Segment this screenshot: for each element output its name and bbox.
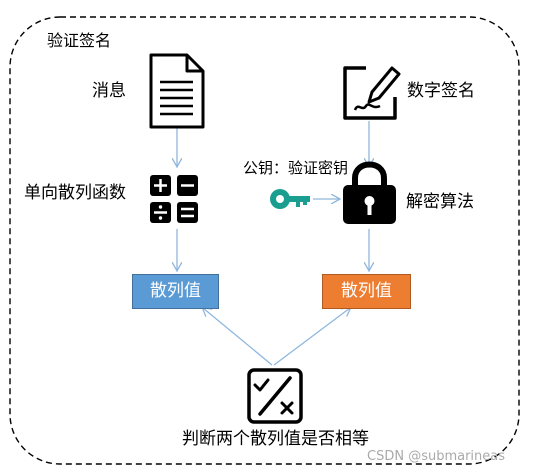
hash-function-label: 单向散列函数 bbox=[24, 183, 126, 203]
decrypt-label: 解密算法 bbox=[406, 192, 474, 212]
compare-icon bbox=[247, 368, 303, 424]
hash-value-left: 散列值 bbox=[132, 274, 219, 309]
arrow-compare-to-left-value bbox=[203, 308, 273, 366]
lock-icon bbox=[343, 161, 396, 224]
watermark: CSDN @submarineas bbox=[367, 449, 506, 464]
arrow-compare-to-right-value bbox=[273, 308, 350, 366]
key-icon bbox=[270, 189, 310, 209]
dashed-frame bbox=[9, 16, 520, 465]
compare-label: 判断两个散列值是否相等 bbox=[182, 429, 369, 449]
hash-value-right: 散列值 bbox=[322, 274, 411, 309]
signature-label: 数字签名 bbox=[407, 81, 475, 101]
public-key-label: 公钥：验证密钥 bbox=[243, 159, 349, 177]
calculator-icon bbox=[150, 175, 198, 223]
signature-icon bbox=[343, 66, 401, 120]
document-icon bbox=[149, 53, 205, 129]
message-label: 消息 bbox=[92, 81, 126, 101]
diagram-title: 验证签名 bbox=[47, 31, 112, 50]
